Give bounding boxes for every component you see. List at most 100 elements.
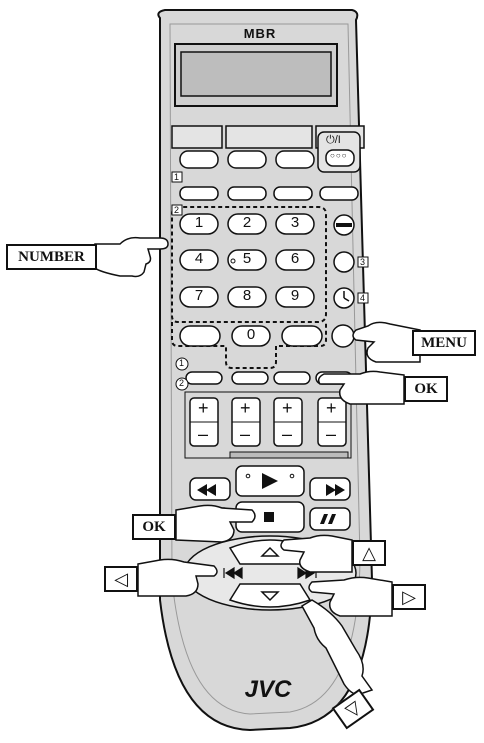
key-9[interactable] [275, 286, 315, 308]
ffwd-icon [326, 484, 345, 496]
key-3-label: 3 [290, 214, 300, 231]
menu-callout-text: MENU [421, 334, 467, 351]
left-arrow-callout: ◁ [104, 566, 138, 592]
key-8[interactable] [227, 286, 267, 308]
key-3[interactable] [275, 213, 315, 235]
menu-callout: MENU [412, 330, 476, 356]
power-dots: ○○○ [330, 151, 348, 160]
hand-up [280, 534, 353, 573]
play-dot-right [289, 473, 295, 479]
marker-box-4-frame [357, 292, 369, 304]
side-btn-signal[interactable] [333, 251, 355, 273]
marker-circle-2: 2 [179, 378, 185, 388]
rocker-1-plus: + [198, 398, 209, 418]
hand-menu [352, 321, 421, 363]
number-callout: NUMBER [6, 244, 97, 270]
key-5[interactable] [227, 249, 267, 271]
oval-row2-3[interactable] [273, 371, 311, 385]
key-right[interactable] [281, 325, 323, 347]
key-4-label: 4 [194, 250, 204, 267]
key-8-label: 8 [242, 287, 252, 304]
rocker-3-plus: + [282, 398, 293, 418]
play-icon [262, 473, 278, 489]
key-1-label: 1 [194, 214, 204, 231]
oval-btn-a[interactable] [179, 150, 219, 169]
rocker-2-plus: + [240, 398, 251, 418]
hand-number [94, 236, 169, 278]
right-arrow-callout-symbol: ▷ [402, 586, 416, 608]
key-5-label: 5 [242, 250, 252, 267]
marker-box-2: 2 [174, 205, 180, 215]
right-arrow-callout: ▷ [392, 584, 426, 610]
ok-callout-right: OK [404, 376, 448, 402]
stop-icon [264, 512, 274, 522]
key-0-label: 0 [246, 326, 256, 343]
key-9-label: 9 [290, 287, 300, 304]
power-button-inner[interactable] [325, 149, 355, 167]
rocker-4-plus: + [326, 398, 337, 418]
rocker-1-minus: – [198, 424, 209, 444]
nav-down-icon [260, 591, 280, 602]
brand-bottom-logo: JVC [244, 676, 292, 703]
top-panel-left [171, 125, 223, 149]
marker-box-2-frame [171, 204, 183, 216]
oval-btn-2[interactable] [227, 186, 267, 201]
pause-icon [320, 514, 336, 524]
rewind-icon [197, 484, 216, 496]
key-4[interactable] [179, 249, 219, 271]
key-7-label: 7 [194, 287, 204, 304]
left-arrow-callout-symbol: ◁ [114, 568, 128, 590]
hand-right [308, 576, 393, 617]
rocker-2-minus: – [240, 424, 251, 444]
nav-down-button[interactable] [228, 583, 312, 608]
oval-btn-4[interactable] [319, 186, 359, 201]
play-dot-left [245, 473, 251, 479]
marker-circle-1: 1 [179, 358, 185, 368]
key-2-label: 2 [242, 214, 252, 231]
top-panel-mid [225, 125, 313, 149]
oval-row2-1[interactable] [185, 371, 223, 385]
key-2[interactable] [227, 213, 267, 235]
key-7[interactable] [179, 286, 219, 308]
nav-up-icon [260, 546, 280, 557]
skip-back-icon [223, 566, 243, 580]
remote-body [157, 9, 374, 732]
oval-btn-3[interactable] [273, 186, 313, 201]
dot-5-marker [230, 258, 236, 264]
rocker-4-minus: – [326, 424, 337, 444]
oval-row2-2[interactable] [231, 371, 269, 385]
ok-callout-left: OK [132, 514, 176, 540]
clock-hand-2 [343, 297, 350, 302]
hand-ok-left [175, 504, 256, 543]
power-symbol: ⏻/I [326, 134, 341, 146]
side-btn-minus-bar [336, 223, 352, 227]
down-arrow-callout-symbol: ▽ [341, 696, 365, 722]
ok-callout-right-text: OK [414, 380, 438, 397]
marker-box-1: 1 [174, 172, 180, 182]
key-0[interactable] [231, 325, 271, 347]
rocker-3-minus: – [282, 424, 293, 444]
key-left[interactable] [179, 325, 221, 347]
marker-circle-2-frame [175, 377, 189, 391]
marker-box-1-frame [171, 171, 183, 183]
oval-btn-b[interactable] [227, 150, 267, 169]
hand-left [137, 558, 218, 597]
marker-box-3-frame [357, 256, 369, 268]
oval-btn-1[interactable] [179, 186, 219, 201]
number-callout-text: NUMBER [18, 248, 85, 265]
display-window [180, 51, 332, 97]
marker-box-4: 4 [360, 293, 366, 303]
oval-btn-c[interactable] [275, 150, 315, 169]
key-1[interactable] [179, 213, 219, 235]
up-arrow-callout-symbol: △ [362, 542, 376, 564]
marker-circle-1-frame [175, 357, 189, 371]
marker-box-3: 3 [360, 257, 366, 267]
key-6[interactable] [275, 249, 315, 271]
up-arrow-callout: △ [352, 540, 386, 566]
rocker-base-strip [229, 451, 349, 459]
ok-callout-left-text: OK [142, 518, 166, 535]
hand-down [300, 599, 374, 696]
menu-button[interactable] [331, 324, 355, 348]
keypad-keys [179, 213, 315, 308]
